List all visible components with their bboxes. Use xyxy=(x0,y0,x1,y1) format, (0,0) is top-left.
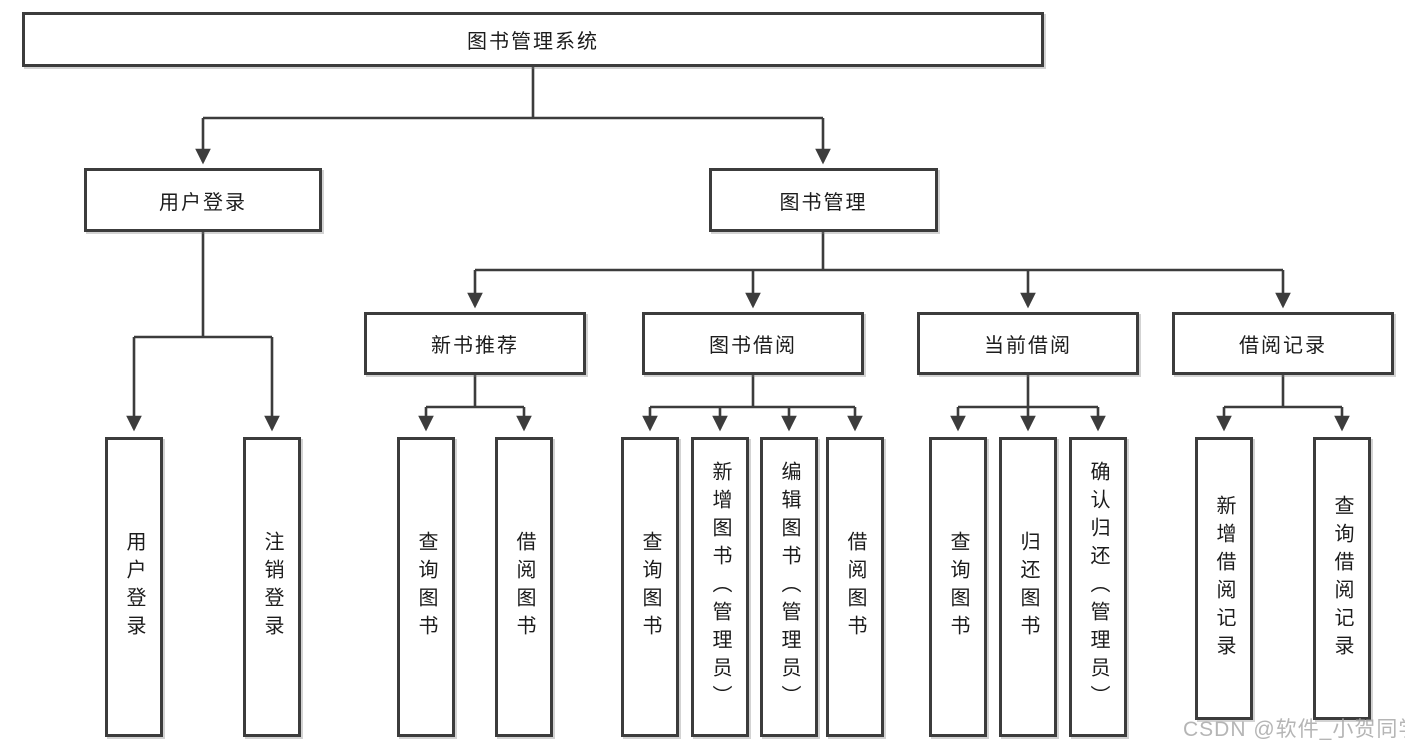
leaf-label: 新增图书（管理员） xyxy=(709,461,731,713)
leaf-label: 注销登录 xyxy=(261,531,283,643)
node-leaf-edit-book-admin: 编辑图书（管理员） xyxy=(760,437,818,737)
leaf-label: 查询借阅记录 xyxy=(1331,494,1353,663)
node-borrow-records: 借阅记录 xyxy=(1172,312,1394,375)
node-book-borrow-label: 图书借阅 xyxy=(709,335,797,357)
node-leaf-query-borrow-record: 查询借阅记录 xyxy=(1313,437,1371,720)
node-leaf-return-book: 归还图书 xyxy=(999,437,1057,737)
node-current-borrow: 当前借阅 xyxy=(917,312,1139,375)
leaf-label: 查询图书 xyxy=(639,531,661,643)
node-user-login-label: 用户登录 xyxy=(159,191,247,214)
node-leaf-query-book-2: 查询图书 xyxy=(621,437,679,737)
csdn-watermark: CSDN @软件_小贺同学 xyxy=(1183,718,1405,741)
node-leaf-borrow-book-1: 借阅图书 xyxy=(495,437,553,737)
node-leaf-query-book-3: 查询图书 xyxy=(929,437,987,737)
node-user-login: 用户登录 xyxy=(84,168,322,232)
node-current-borrow-label: 当前借阅 xyxy=(984,335,1072,357)
node-leaf-user-login: 用户登录 xyxy=(105,437,163,737)
node-root-system: 图书管理系统 xyxy=(22,12,1044,67)
node-leaf-logout: 注销登录 xyxy=(243,437,301,737)
node-new-book-recommend-label: 新书推荐 xyxy=(431,335,519,357)
node-leaf-borrow-book-2: 借阅图书 xyxy=(826,437,884,737)
node-leaf-add-book-admin: 新增图书（管理员） xyxy=(691,437,749,737)
leaf-label: 借阅图书 xyxy=(844,531,866,643)
leaf-label: 归还图书 xyxy=(1017,531,1039,643)
node-book-borrow: 图书借阅 xyxy=(642,312,864,375)
leaf-label: 编辑图书（管理员） xyxy=(778,461,800,713)
leaf-label: 确认归还（管理员） xyxy=(1087,461,1109,713)
leaf-label: 查询图书 xyxy=(415,531,437,643)
leaf-label: 查询图书 xyxy=(947,531,969,643)
node-root-label: 图书管理系统 xyxy=(467,31,599,53)
node-book-management-label: 图书管理 xyxy=(779,191,868,214)
node-leaf-query-book-1: 查询图书 xyxy=(397,437,455,737)
node-leaf-add-borrow-record: 新增借阅记录 xyxy=(1195,437,1253,720)
leaf-label: 新增借阅记录 xyxy=(1213,494,1235,663)
leaf-label: 借阅图书 xyxy=(513,531,535,643)
node-book-management: 图书管理 xyxy=(709,168,938,232)
node-leaf-confirm-return-admin: 确认归还（管理员） xyxy=(1069,437,1127,737)
node-new-book-recommend: 新书推荐 xyxy=(364,312,586,375)
node-borrow-records-label: 借阅记录 xyxy=(1239,335,1327,357)
leaf-label: 用户登录 xyxy=(123,531,145,643)
